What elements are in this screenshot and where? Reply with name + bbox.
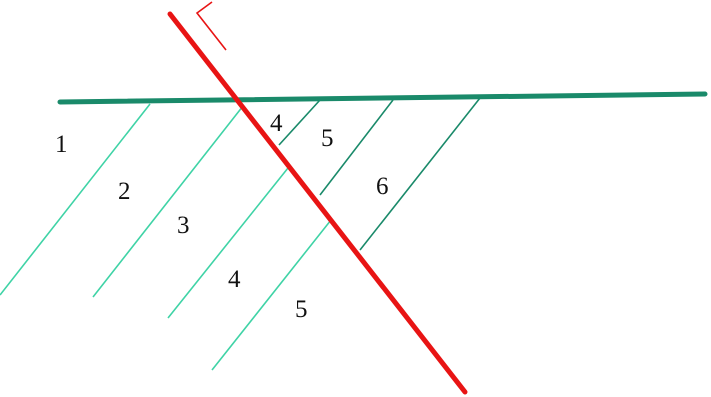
zone-label-5-upper: 5 [321, 125, 334, 152]
zone-label-4-lower: 4 [228, 266, 241, 293]
arrow-head-icon [195, 1, 227, 51]
zone-label-2: 2 [118, 178, 131, 205]
zone-label-1: 1 [55, 131, 68, 158]
lower-line-3 [167, 167, 289, 319]
zone-label-5-lower: 5 [295, 296, 308, 323]
lower-line-1 [0, 103, 151, 296]
upper-line-3 [359, 97, 481, 251]
zone-label-6: 6 [376, 173, 389, 200]
lower-line-2 [92, 105, 244, 298]
upper-line-2 [319, 99, 394, 196]
lower-line-4 [211, 219, 332, 371]
horizontal-line [57, 91, 708, 105]
zone-label-4-upper: 4 [270, 110, 283, 137]
crossing-line [167, 11, 468, 395]
zone-label-3: 3 [177, 212, 190, 239]
upper-line-1 [278, 99, 321, 146]
